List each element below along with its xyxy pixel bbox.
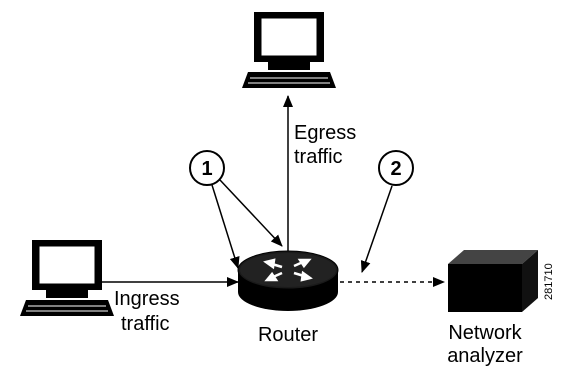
egress-label-line2: traffic (294, 146, 343, 168)
callout-2: 2 (378, 150, 414, 186)
callout-1: 1 (189, 150, 225, 186)
callout-1-leader-a (211, 184, 240, 269)
callout-2-leader (360, 185, 393, 273)
analyzer-label-line1: Network (448, 322, 522, 344)
figure-number: 281710 (543, 263, 555, 300)
callout-1-label: 1 (201, 158, 212, 180)
analyzer-label-line2: analyzer (447, 345, 523, 367)
callout-2-label: 2 (390, 158, 401, 180)
callout-1-leader-b (219, 179, 283, 247)
network-analyzer-icon (448, 250, 538, 312)
ingress-label-line2: traffic (121, 313, 170, 335)
router-label: Router (258, 324, 318, 346)
left-computer-icon (20, 240, 114, 316)
egress-label-line1: Egress (294, 122, 356, 144)
top-computer-icon (242, 12, 336, 88)
router-icon (237, 250, 339, 311)
ingress-label-line1: Ingress (114, 288, 180, 310)
